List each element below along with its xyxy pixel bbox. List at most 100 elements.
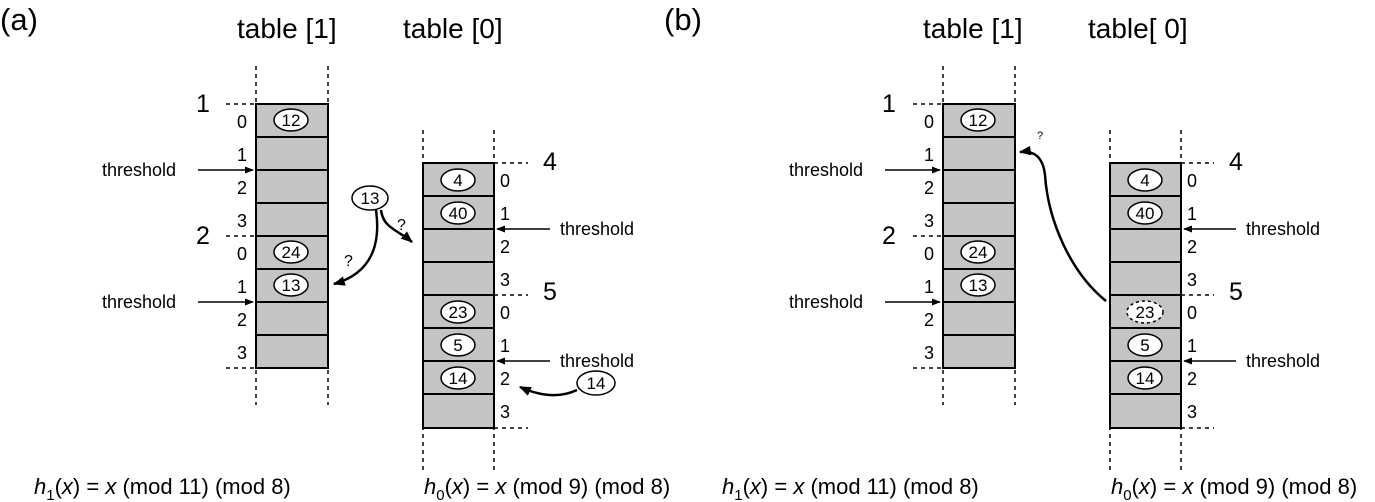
panel-b-table1: 1 2 0 1 2 3 0 1 2 3 12 24 13 threshold <box>789 66 1016 405</box>
panel-b-hash-formula-h0: h0(x) = x (mod 9) (mod 8) <box>1111 474 1357 502</box>
key-label: 40 <box>1136 204 1155 223</box>
key-node: 13 <box>960 273 996 297</box>
panel-a-t0-slot-idx: 1 <box>500 204 510 224</box>
panel-a-t0-slot-idx: 0 <box>500 303 510 323</box>
panel-b-t1-slot-idx: 3 <box>924 211 934 231</box>
panel-b-t1-slot-idx: 1 <box>924 277 934 297</box>
key-label: 4 <box>453 171 462 190</box>
key-node: 24 <box>273 240 309 264</box>
question-mark: ? <box>397 217 406 234</box>
panel-b-table1-title: table [1] <box>923 13 1023 44</box>
panel-b-t1-slot-idx: 2 <box>924 178 934 198</box>
panel-a-table1: 1 2 0 1 2 3 0 1 2 3 12 24 13 threshold <box>102 66 329 405</box>
panel-a-t1-slot-idx: 1 <box>237 277 247 297</box>
threshold-label: threshold <box>102 160 176 180</box>
panel-a-t0-group-4: 4 <box>543 148 557 176</box>
panel-b-t0-slot-idx: 3 <box>1187 402 1197 422</box>
key-node: 14 <box>1127 366 1163 390</box>
key-node-evicted: 23 <box>1126 300 1164 324</box>
key-node: 40 <box>1127 201 1163 225</box>
panel-b-t0-slot-idx: 2 <box>1187 369 1197 389</box>
panel-a-t1-slot-idx: 0 <box>237 244 247 264</box>
panel-b-table0-title: table[ 0] <box>1088 13 1188 44</box>
panel-b-t1-group-2: 2 <box>882 222 896 250</box>
panel-a-t1-group-1: 1 <box>196 90 210 118</box>
panel-b-t0-slot-idx: 0 <box>1187 303 1197 323</box>
threshold-label: threshold <box>560 351 634 371</box>
panel-b-hash-formula-h1: h1(x) = x (mod 11) (mod 8) <box>722 474 979 502</box>
panel-b-label: (b) <box>664 2 702 37</box>
key-node: 14 <box>440 366 476 390</box>
key-node: 40 <box>440 201 476 225</box>
key-label: 23 <box>1136 303 1155 322</box>
key-label: 23 <box>449 303 468 322</box>
panel-b-t0-slot-idx: 0 <box>1187 171 1197 191</box>
panel-a-t0-slot-idx: 0 <box>500 171 510 191</box>
key-label: 4 <box>1140 171 1149 190</box>
panel-b-t1-slot-idx: 3 <box>924 343 934 363</box>
panel-a-t0-slot-idx: 3 <box>500 270 510 290</box>
panel-a-t1-group-2: 2 <box>196 222 210 250</box>
panel-b-t1-slot-idx: 0 <box>924 112 934 132</box>
threshold-label: threshold <box>789 292 863 312</box>
key-node: 24 <box>960 240 996 264</box>
key-node: 12 <box>273 108 309 132</box>
question-mark: ? <box>344 253 353 270</box>
key-label: 12 <box>969 111 988 130</box>
panel-b-t0-slot-idx: 1 <box>1187 336 1197 356</box>
panel-a-t1-slot-idx: 1 <box>237 145 247 165</box>
key-node: 23 <box>440 300 476 324</box>
panel-a-label: (a) <box>0 2 38 37</box>
insert-arrow-to-table0 <box>379 209 413 243</box>
relocation-arrow <box>1018 145 1107 302</box>
panel-a-t0-slot-idx: 3 <box>500 402 510 422</box>
threshold-label: threshold <box>560 219 634 239</box>
key-label: 5 <box>453 336 462 355</box>
key-node: 5 <box>1127 333 1163 357</box>
panel-a-table1-title: table [1] <box>237 13 337 44</box>
key-node: 5 <box>440 333 476 357</box>
panel-b-table0: 4 5 0 1 2 3 0 1 2 3 4 40 23 5 <box>1109 130 1320 470</box>
key-node: 13 <box>273 273 309 297</box>
insert-arrow-14 <box>518 385 578 397</box>
panel-b-t0-slot-idx: 3 <box>1187 270 1197 290</box>
panel-a-t1-slot-idx: 0 <box>237 112 247 132</box>
key-label: 13 <box>969 276 988 295</box>
key-label: 13 <box>361 189 380 208</box>
panel-a-table0-title: table [0] <box>403 13 503 44</box>
panel-a-t1-slot-idx: 3 <box>237 343 247 363</box>
key-label: 12 <box>282 111 301 130</box>
panel-b-t0-group-4: 4 <box>1229 148 1243 176</box>
key-label: 24 <box>282 243 301 262</box>
panel-b-t1-slot-idx: 1 <box>924 145 934 165</box>
panel-a-t0-slot-idx: 2 <box>500 237 510 257</box>
panel-b-t0-group-5: 5 <box>1229 278 1243 306</box>
key-label: 13 <box>282 276 301 295</box>
insert-arrow-to-table1 <box>332 209 379 286</box>
panel-a-t1-slot-idx: 2 <box>237 178 247 198</box>
threshold-label: threshold <box>1246 219 1320 239</box>
incoming-key-node: 14 <box>576 370 616 396</box>
incoming-key-node: 13 <box>351 185 389 211</box>
panel-a: (a) table [1] table [0] 1 2 0 1 2 3 0 1 <box>0 2 670 502</box>
panel-b-t0-slot-idx: 1 <box>1187 204 1197 224</box>
panel-a-t1-slot-idx: 2 <box>237 310 247 330</box>
threshold-label: threshold <box>789 160 863 180</box>
panel-b-t1-group-1: 1 <box>882 90 896 118</box>
panel-a-t1-slot-idx: 3 <box>237 211 247 231</box>
panel-b-t0-slot-idx: 2 <box>1187 237 1197 257</box>
key-label: 40 <box>449 204 468 223</box>
panel-b-t1-slot-idx: 0 <box>924 244 934 264</box>
key-label: 5 <box>1140 336 1149 355</box>
key-node: 12 <box>960 108 996 132</box>
key-label: 24 <box>969 243 988 262</box>
panel-a-t0-group-5: 5 <box>543 278 557 306</box>
panel-a-table0: 4 5 0 1 2 3 0 1 2 3 4 40 23 5 <box>422 130 634 470</box>
panel-a-t0-slot-idx: 1 <box>500 336 510 356</box>
key-node: 4 <box>1127 168 1163 192</box>
threshold-label: threshold <box>1246 351 1320 371</box>
panel-a-t0-slot-idx: 2 <box>500 369 510 389</box>
key-label: 14 <box>1136 369 1155 388</box>
panel-b-t1-slot-idx: 2 <box>924 310 934 330</box>
